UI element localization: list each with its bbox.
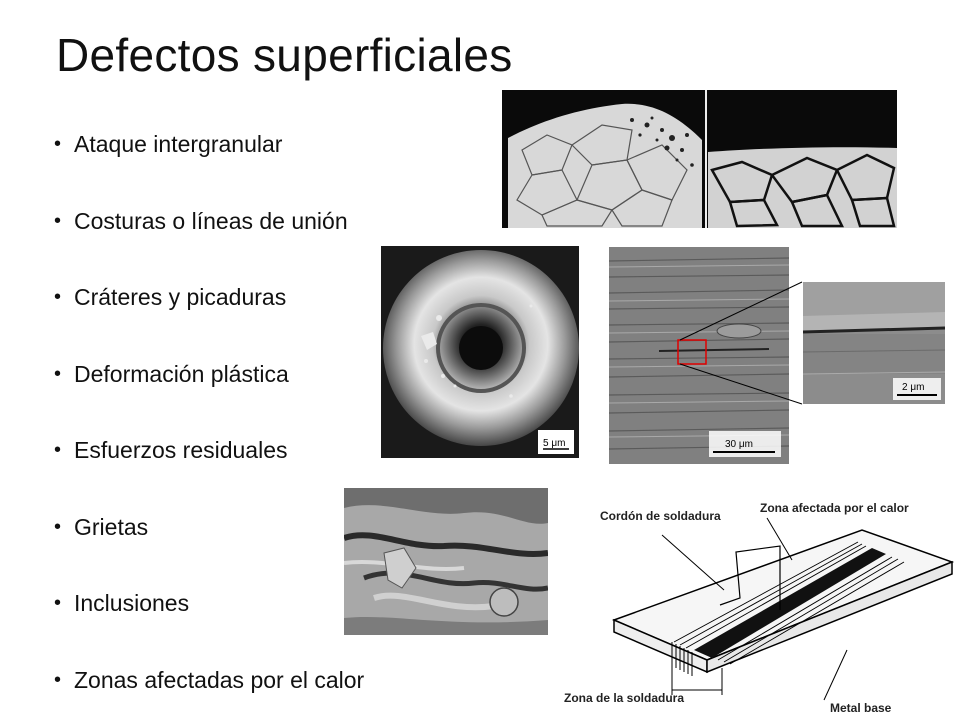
weld-bead-label: Cordón de soldadura — [600, 509, 721, 523]
bullet-item: Esfuerzos residuales — [54, 432, 364, 509]
bullet-item: Zonas afectadas por el calor — [54, 662, 364, 720]
bullet-item: Cráteres y picaduras — [54, 279, 364, 356]
bullet-item: Costuras o líneas de unión — [54, 203, 364, 280]
weld-diagram: Cordón de soldadura Zona afectada por el… — [562, 490, 960, 720]
zoom-connector-lines — [679, 281, 803, 405]
heat-affected-zone-label: Zona afectada por el calor — [760, 501, 909, 515]
crater-sem-image: 5 μm — [381, 246, 579, 458]
bullet-item: Deformación plástica — [54, 356, 364, 433]
cracks-inclusion-sem-image — [344, 488, 548, 635]
zoom-scale-label: 2 μm — [902, 382, 924, 393]
intergranular-attack-micrograph — [502, 90, 897, 228]
weld-zone-label: Zona de la soldadura — [564, 691, 684, 705]
sem-scale-label: 30 μm — [725, 439, 753, 450]
seam-sem-image: 30 μm — [609, 247, 789, 464]
bullet-list: Ataque intergranular Costuras o líneas d… — [54, 126, 364, 720]
base-metal-label: Metal base — [830, 701, 892, 715]
bullet-item: Inclusiones — [54, 585, 364, 662]
crater-scale-label: 5 μm — [543, 438, 565, 449]
bullet-item: Ataque intergranular — [54, 126, 364, 203]
bullet-item: Grietas — [54, 509, 364, 586]
slide-title: Defectos superficiales — [56, 29, 513, 81]
seam-zoom-image: 2 μm — [803, 282, 945, 404]
